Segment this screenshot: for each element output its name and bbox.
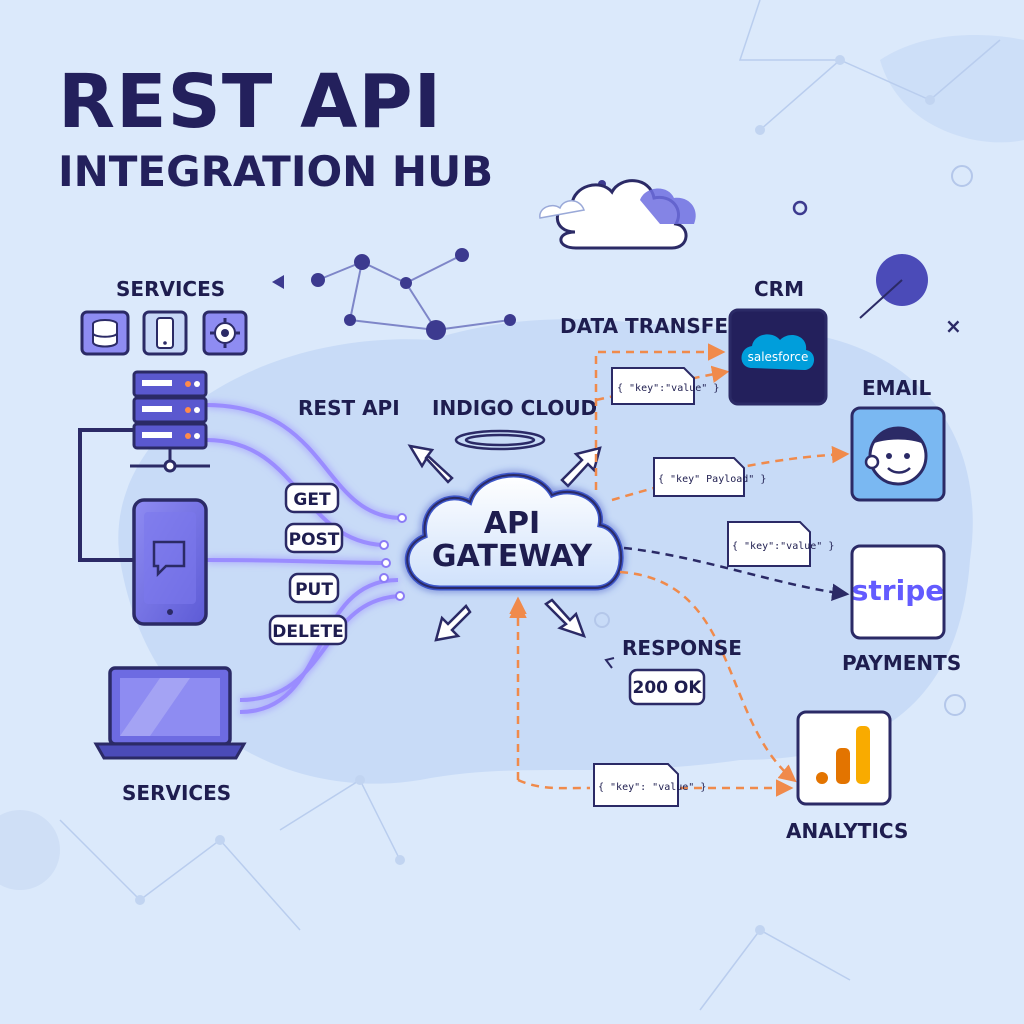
analytics-label: ANALYTICS <box>786 819 908 843</box>
svg-text:{ "key":"value" }: { "key":"value" } <box>732 541 834 552</box>
method-pills: GET POST PUT DELETE <box>268 482 348 646</box>
rest-api-label: REST API <box>298 396 400 420</box>
service-icons-row <box>80 310 248 356</box>
laptop-icon <box>93 666 247 760</box>
smartphone-chat-icon <box>132 498 208 626</box>
svg-text:DELETE: DELETE <box>272 622 343 642</box>
svg-text:×: × <box>945 314 962 338</box>
device-link-line <box>78 428 135 562</box>
get-method-pill: GET <box>284 482 340 514</box>
svg-text:200 OK: 200 OK <box>632 678 702 698</box>
cloud-icon <box>539 179 696 250</box>
post-method-pill: POST <box>284 522 344 554</box>
put-method-pill: PUT <box>288 572 340 604</box>
payload-card: { "key" Payload" } <box>653 457 766 497</box>
server-icon <box>130 370 210 473</box>
payload-card: { "key": "value" } <box>593 763 706 807</box>
delete-method-pill: DELETE <box>268 614 348 646</box>
svg-text:{ "key":"value" }: { "key":"value" } <box>617 383 719 394</box>
halo-icon <box>454 429 546 451</box>
response-label: RESPONSE <box>622 636 742 660</box>
crm-label: CRM <box>754 277 804 301</box>
svg-text:{ "key": "value" }: { "key": "value" } <box>598 782 706 793</box>
svg-text:salesforce: salesforce <box>748 350 809 364</box>
gateway-title-line1: API <box>484 506 540 541</box>
svg-text:stripe: stripe <box>852 574 945 607</box>
radiating-arrows <box>407 444 602 642</box>
title-block: REST API INTEGRATION HUB <box>58 59 493 196</box>
mailchimp-logo-tile[interactable] <box>850 406 946 502</box>
status-badge: 200 OK <box>628 668 706 706</box>
payments-label: PAYMENTS <box>842 651 961 675</box>
svg-text:{ "key" Payload" }: { "key" Payload" } <box>658 474 766 485</box>
constellation-decor: × <box>272 165 973 716</box>
mobile-icon <box>142 310 188 356</box>
data-transfer-label: DATA TRANSFER <box>560 314 743 338</box>
payment-flow-line <box>623 546 850 601</box>
svg-text:PUT: PUT <box>295 580 333 600</box>
database-icon <box>80 310 130 356</box>
stripe-logo-tile[interactable]: stripe <box>850 544 946 640</box>
services-top-label: SERVICES <box>116 277 225 301</box>
request-connectors <box>205 403 401 714</box>
email-label: EMAIL <box>862 376 931 400</box>
page-title: REST API <box>58 59 442 145</box>
payload-card: { "key":"value" } <box>611 367 719 405</box>
svg-text:POST: POST <box>289 530 340 550</box>
indigo-cloud-label: INDIGO CLOUD <box>432 396 597 420</box>
gear-icon <box>202 310 248 356</box>
analytics-logo-tile[interactable] <box>796 710 892 806</box>
api-gateway-cloud[interactable]: API GATEWAY <box>404 472 624 591</box>
services-bottom-label: SERVICES <box>122 781 231 805</box>
gateway-title-line2: GATEWAY <box>432 539 594 574</box>
page-subtitle: INTEGRATION HUB <box>58 147 493 196</box>
svg-text:GET: GET <box>293 490 331 510</box>
salesforce-logo-tile[interactable]: salesforce <box>728 308 828 406</box>
payload-card: { "key":"value" } <box>727 521 834 567</box>
